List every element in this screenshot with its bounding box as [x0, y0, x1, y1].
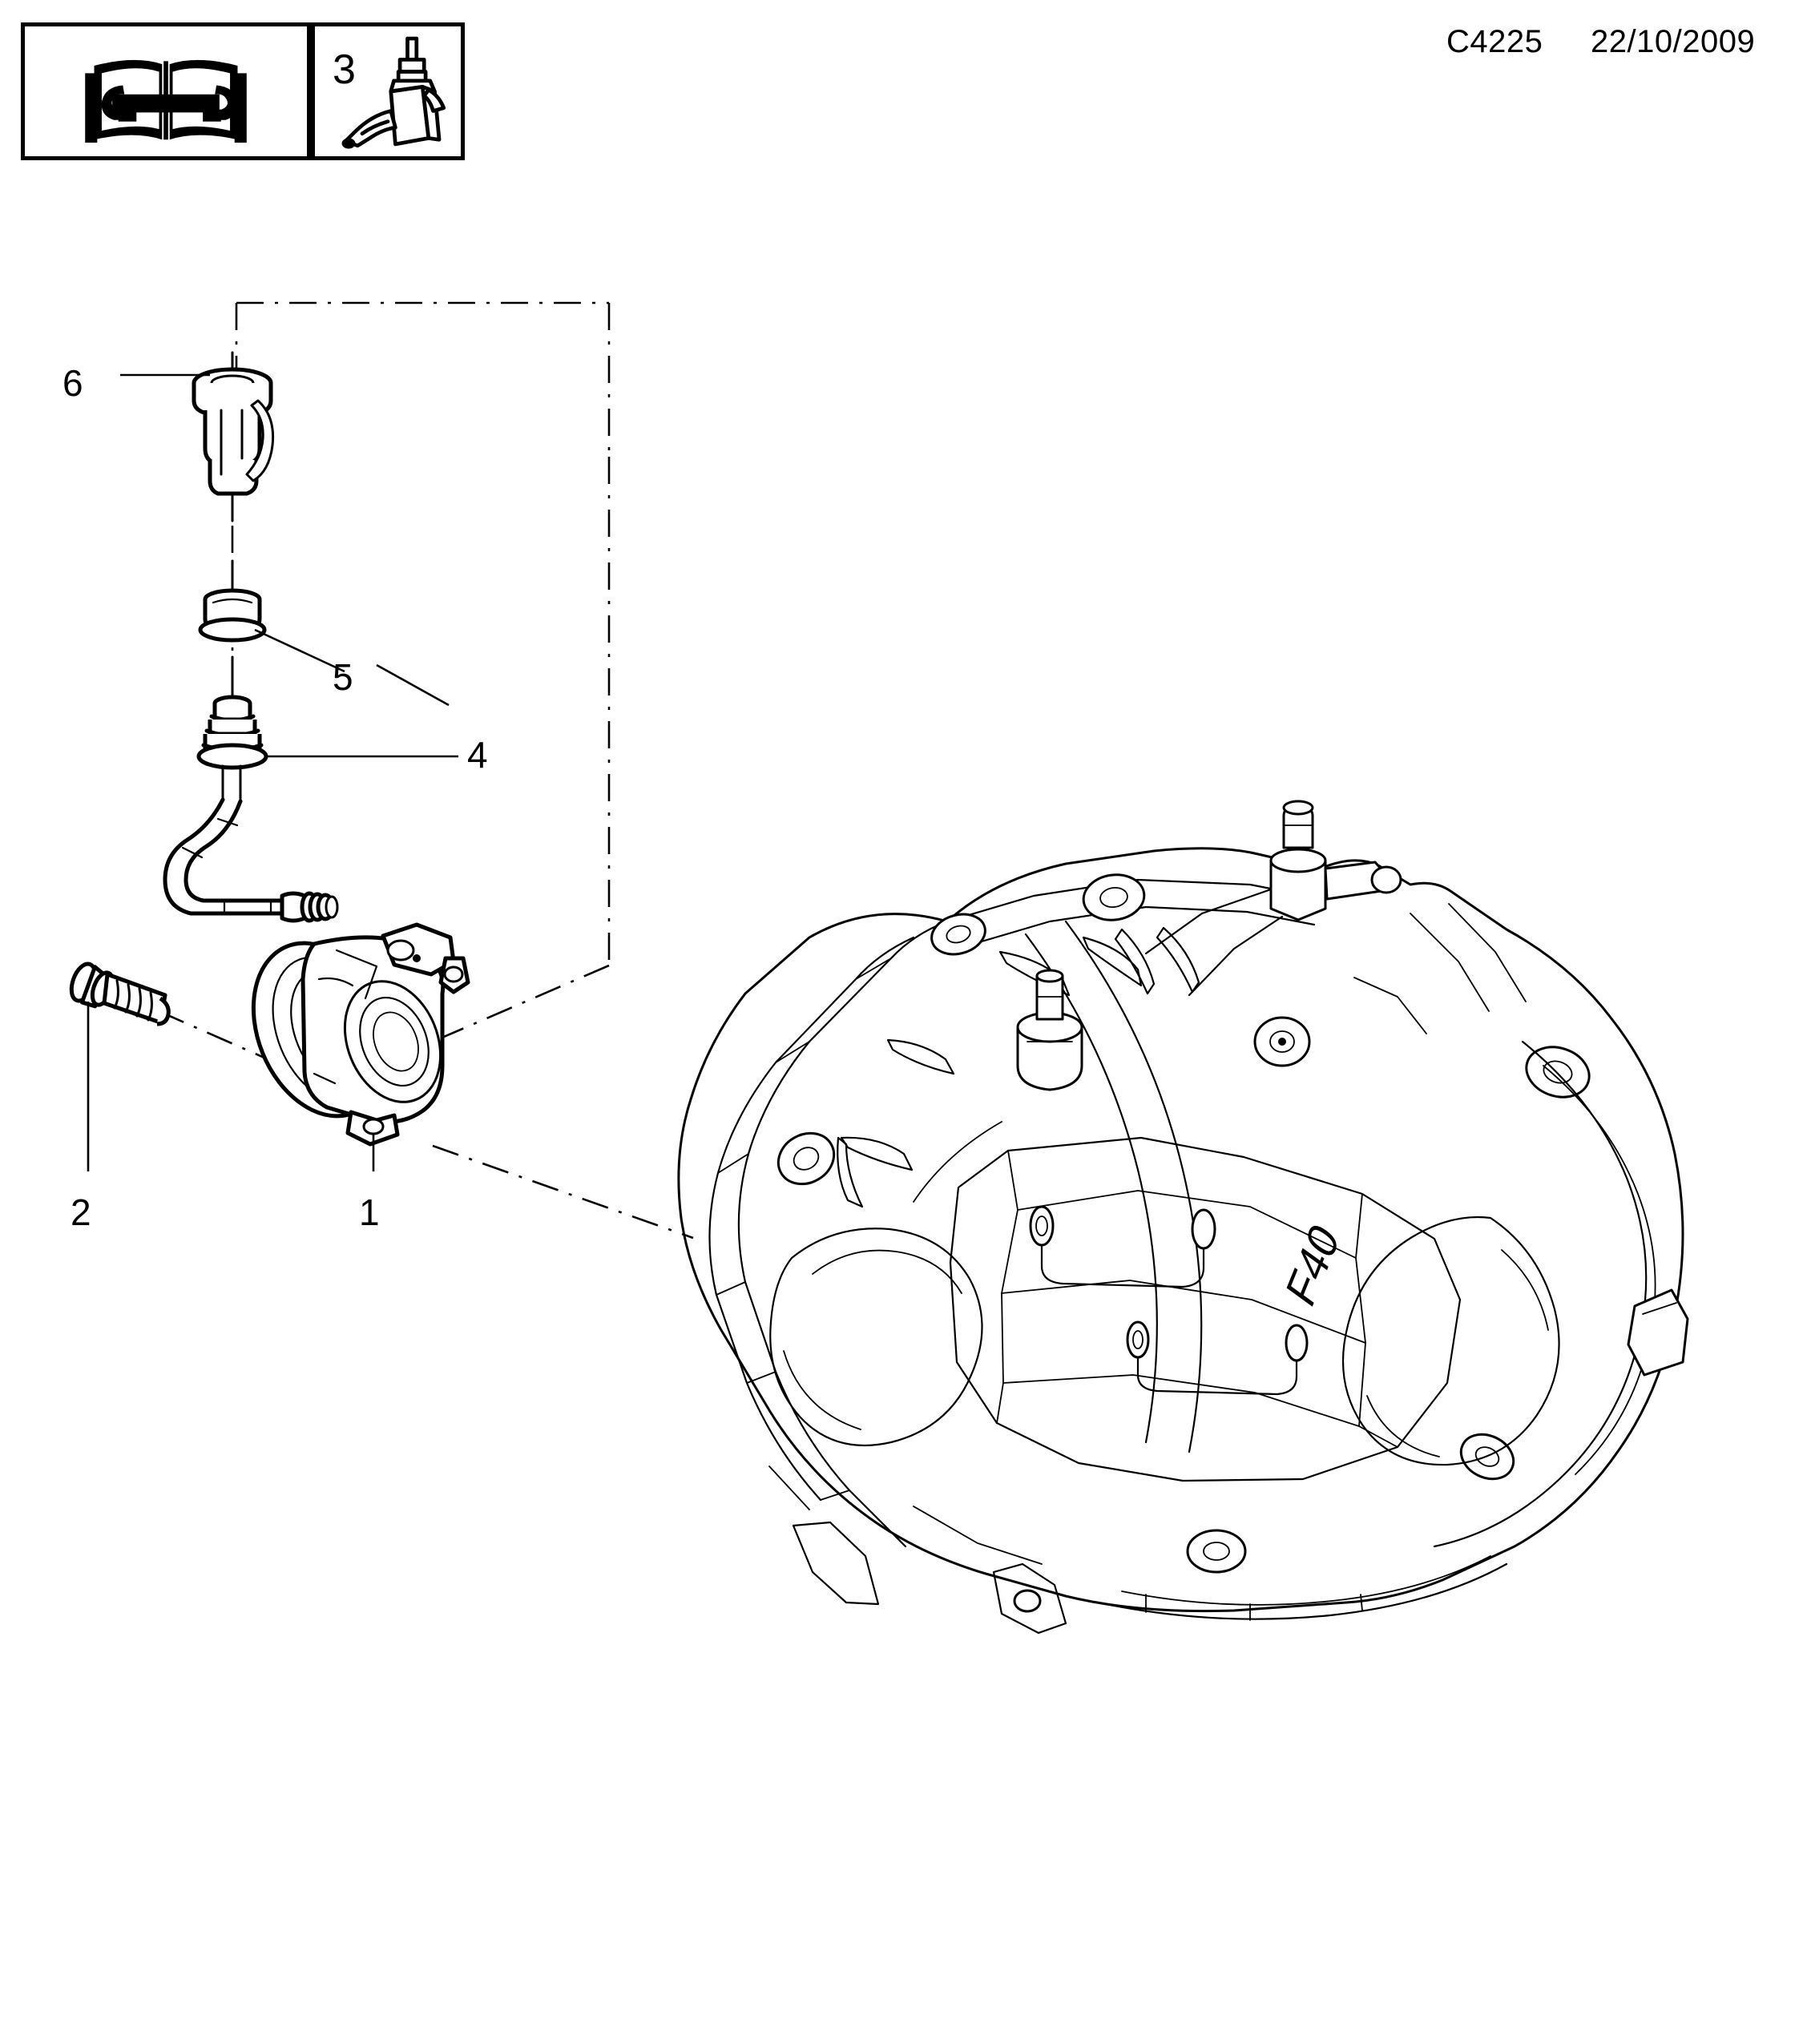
f40-casting-mark: F40: [1278, 1215, 1349, 1316]
service-manual-wrench-icon: [85, 59, 247, 143]
lubricant-item-number: 3: [333, 46, 356, 93]
part-6-quick-connect-coupling: [192, 351, 275, 522]
sensor-boss: [1016, 969, 1083, 1091]
part-1-concentric-slave-cylinder: [251, 922, 470, 1147]
shift-linkage: [1144, 800, 1402, 997]
diagram-code: C4225: [1446, 24, 1543, 59]
end-cover: [1341, 1040, 1689, 1548]
lubricant-icon-box: 3: [311, 22, 465, 160]
grease-bottle-icon: [341, 36, 446, 149]
part-4-bleed-screw: [196, 655, 268, 803]
callout-6: 6: [63, 362, 83, 404]
callout-2: 2: [71, 1191, 91, 1233]
part-2-mounting-bolt: [69, 962, 171, 1026]
hydraulic-feed-pipe: [163, 797, 339, 923]
lower-brackets: [792, 1521, 1067, 1635]
callout-4: 4: [467, 734, 488, 776]
callout-1: 1: [359, 1191, 380, 1233]
gearcase-block: [949, 1136, 1462, 1482]
part-5-rubber-grommet: [198, 559, 267, 643]
bolt-bosses: [776, 873, 1591, 1574]
transmission-housing: F40: [677, 800, 1689, 1635]
diagram-date: 22/10/2009: [1591, 24, 1756, 59]
callout-leader-lines: [87, 373, 458, 1171]
svg-text:F40: F40: [1278, 1215, 1349, 1316]
service-manual-icon-box: [21, 22, 311, 160]
bearing-boss: [1253, 1016, 1311, 1067]
callout-5: 5: [333, 656, 353, 698]
